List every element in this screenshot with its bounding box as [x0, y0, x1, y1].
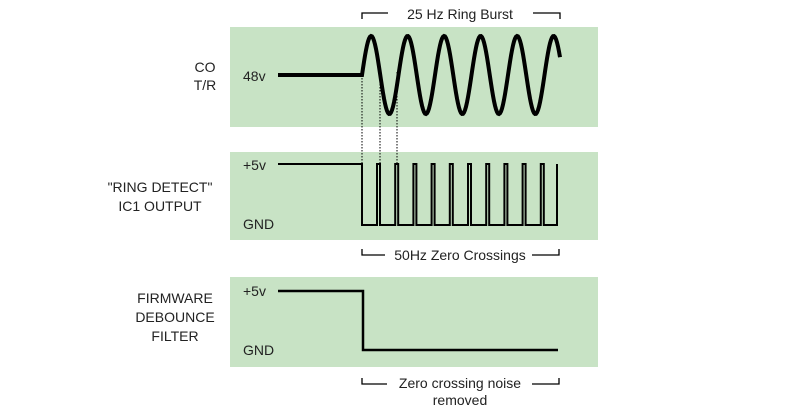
firmware-label-2: DEBOUNCE	[135, 309, 214, 325]
ring-burst-bracket	[361, 12, 561, 19]
ring-detect-label-2: IC1 OUTPUT	[118, 198, 202, 214]
level-48v: 48v	[243, 68, 266, 84]
co-tr-label-1: CO	[195, 59, 216, 75]
ring-burst-label: 25 Hz Ring Burst	[407, 6, 513, 22]
level-5v-fw: +5v	[243, 283, 266, 299]
firmware-label-3: FILTER	[151, 328, 198, 344]
zero-crossing-square-wave	[278, 163, 558, 226]
alignment-lines	[361, 72, 398, 164]
zero-crossings-bracket	[361, 249, 560, 256]
ring-sine-wave	[278, 33, 562, 117]
level-gnd-ring: GND	[243, 216, 274, 232]
ring-detect-label-1: "RING DETECT"	[108, 179, 213, 195]
level-5v-ring: +5v	[243, 157, 266, 173]
level-gnd-fw: GND	[243, 342, 274, 358]
noise-removed-label-2: removed	[433, 392, 487, 408]
co-tr-label-2: T/R	[194, 77, 217, 93]
noise-removed-label-1: Zero crossing noise	[399, 375, 521, 391]
firmware-label-1: FIRMWARE	[137, 290, 213, 306]
noise-removed-bracket	[361, 378, 560, 385]
zero-crossings-label: 50Hz Zero Crossings	[394, 247, 526, 263]
debounced-output-wave	[278, 289, 558, 352]
